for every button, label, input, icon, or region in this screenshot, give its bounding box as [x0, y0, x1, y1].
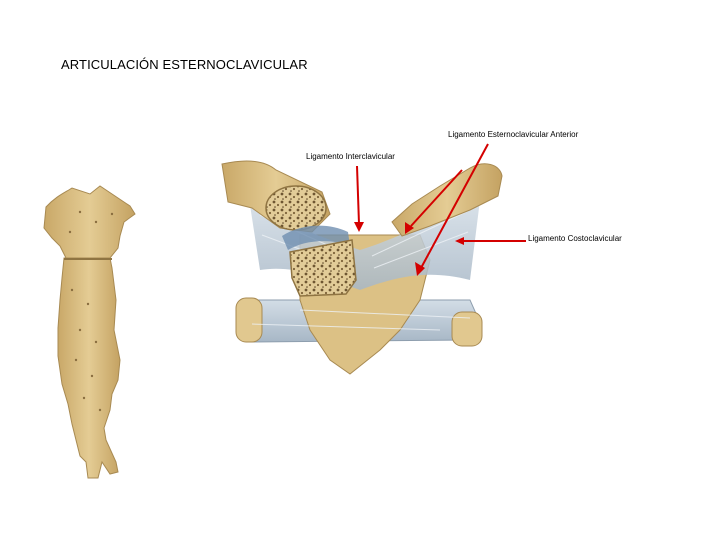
joint-illustration [221, 160, 503, 375]
label-costoclavicular-ligament: Ligamento Costoclavicular [528, 234, 622, 243]
sternum [43, 185, 136, 479]
label-interclavicular-ligament: Ligamento Interclavicular [306, 152, 395, 161]
arrow-anterior [405, 143, 489, 276]
arrow-interclavicular [354, 165, 364, 232]
label-anterior-ligament: Ligamento Esternoclavicular Anterior [448, 130, 579, 139]
arrow-costoclavicular [455, 237, 526, 245]
page-title: ARTICULACIÓN ESTERNOCLAVICULAR [61, 57, 308, 72]
